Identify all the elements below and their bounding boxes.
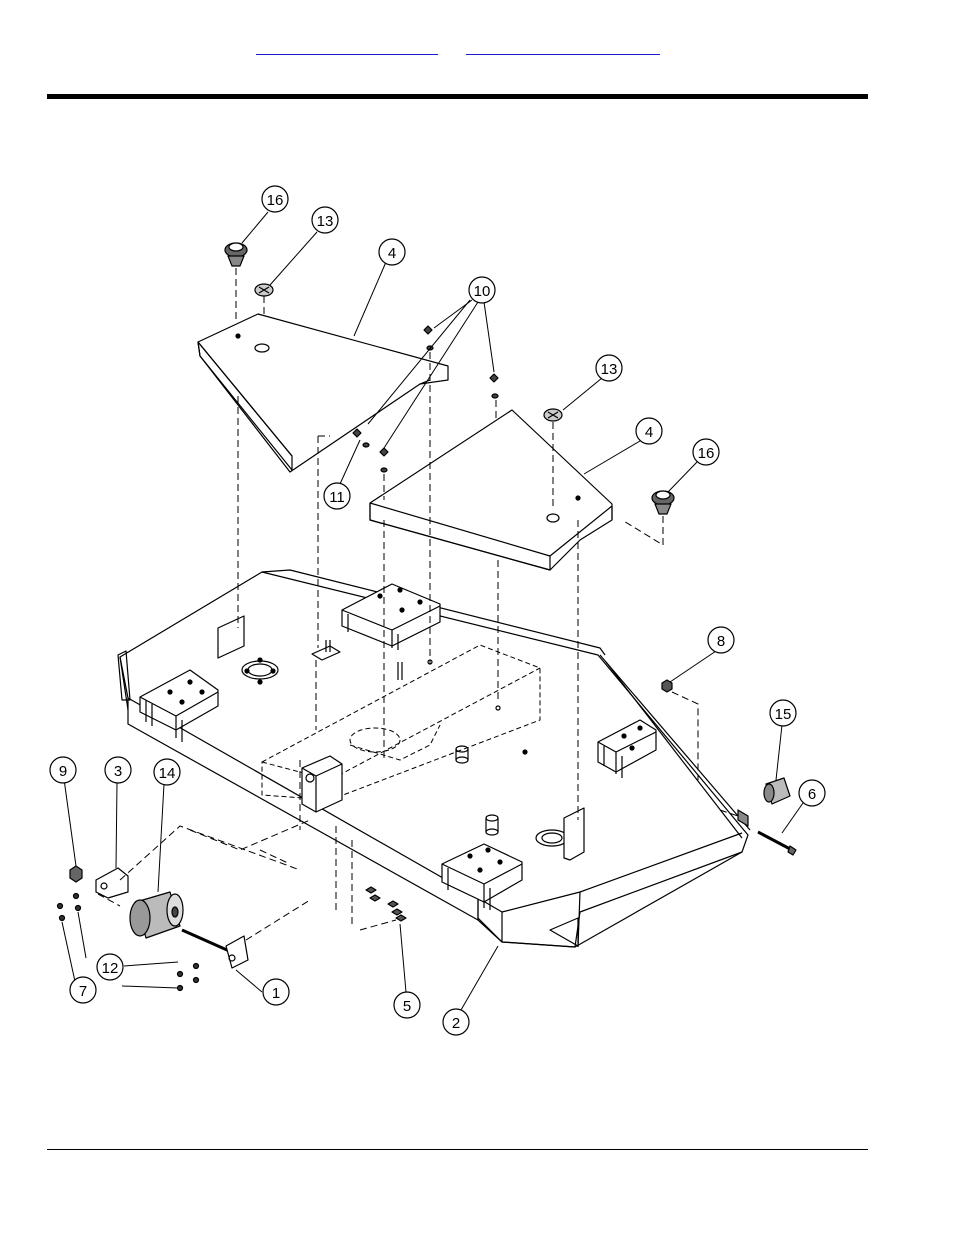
callout-8: 8: [708, 627, 734, 653]
svg-text:13: 13: [317, 213, 334, 230]
bracket-3: [96, 868, 128, 898]
callout-16-right: 16: [693, 439, 719, 465]
svg-text:9: 9: [59, 763, 67, 780]
callout-4-right: 4: [636, 418, 662, 444]
svg-text:14: 14: [159, 765, 176, 782]
callout-12: 12: [97, 954, 123, 980]
svg-text:16: 16: [698, 445, 715, 462]
callout-3: 3: [105, 757, 131, 783]
svg-text:5: 5: [403, 998, 411, 1015]
callout-6: 6: [799, 780, 825, 806]
plug-left: [255, 284, 273, 296]
callout-13-left: 13: [312, 207, 338, 233]
callout-16-left: 16: [262, 186, 288, 212]
knob-left: [225, 243, 247, 266]
callout-7: 7: [70, 977, 96, 1003]
bolt-6: [738, 810, 796, 855]
svg-text:15: 15: [775, 706, 792, 723]
svg-text:3: 3: [114, 763, 122, 780]
cover-plate-right: [370, 410, 612, 570]
bolts-5: [366, 887, 406, 921]
svg-text:11: 11: [329, 489, 345, 506]
bumper-15: [764, 778, 790, 804]
svg-text:10: 10: [474, 283, 491, 300]
callout-5: 5: [394, 992, 420, 1018]
svg-text:12: 12: [102, 960, 119, 977]
mower-deck: [118, 570, 750, 947]
callout-11: 11: [324, 483, 350, 509]
svg-text:1: 1: [272, 985, 280, 1002]
callout-4-left: 4: [379, 239, 405, 265]
svg-text:7: 7: [79, 983, 87, 1000]
callout-1: 1: [263, 979, 289, 1005]
roller-14: [130, 892, 183, 938]
axle-bracket-1: [182, 930, 248, 968]
svg-text:16: 16: [267, 192, 284, 209]
svg-text:2: 2: [452, 1015, 460, 1032]
nut-9: [70, 866, 82, 882]
knob-right: [652, 491, 674, 514]
callout-13-right: 13: [596, 355, 622, 381]
callout-9: 9: [50, 757, 76, 783]
svg-text:4: 4: [645, 424, 653, 441]
plug-right: [544, 409, 562, 421]
svg-text:8: 8: [717, 633, 725, 650]
callout-15: 15: [770, 700, 796, 726]
svg-text:4: 4: [388, 245, 396, 262]
cover-plate-left: [198, 314, 448, 472]
svg-text:6: 6: [808, 786, 816, 803]
callout-2: 2: [443, 1009, 469, 1035]
callout-10: 10: [469, 277, 495, 303]
svg-text:13: 13: [601, 361, 618, 378]
callout-14: 14: [154, 759, 180, 785]
